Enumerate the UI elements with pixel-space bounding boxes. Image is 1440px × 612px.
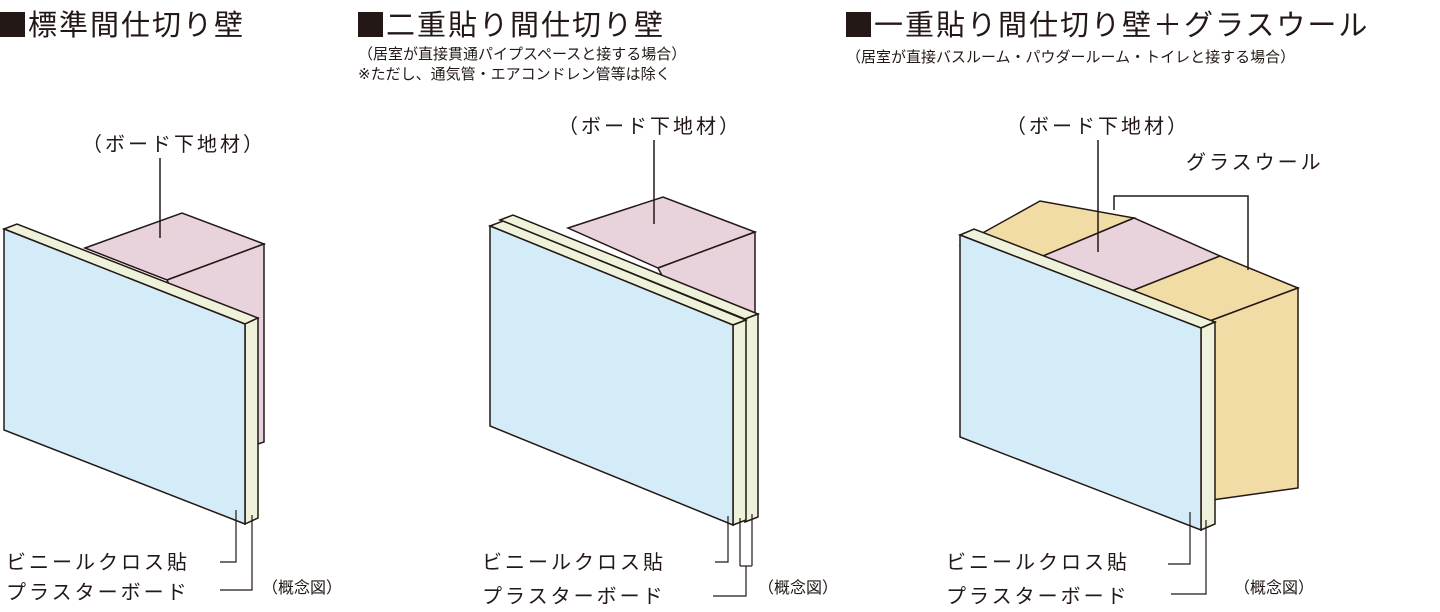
- panel-standard: 標準間仕切り壁 （ボード下地材） ビニールクロス貼 プラスターボード （概念図）: [0, 0, 343, 612]
- glass-wool-side: [1206, 286, 1299, 501]
- panel-double: 二重貼り間仕切り壁 （居室が直接貫通パイプスペースと接する場合） ※ただし、通気…: [358, 0, 838, 612]
- board-underlay-label: （ボード下地材）: [1006, 114, 1190, 138]
- board-face: [959, 233, 1202, 532]
- leader-line: [1168, 512, 1191, 565]
- panel-title: 二重貼り間仕切り壁: [358, 2, 665, 44]
- leader-line: [713, 566, 747, 597]
- note-line: （居室が直接貫通パイプスペースと接する場合）: [358, 45, 687, 63]
- concept-label: （概念図）: [758, 578, 839, 597]
- plaster-board-label: プラスターボード: [946, 584, 1130, 608]
- panel-title: 標準間仕切り壁: [0, 2, 245, 44]
- wall-diagram-glass-wool: [958, 140, 1301, 595]
- panel-title: 一重貼り間仕切り壁＋グラスウール: [846, 2, 1369, 44]
- panel-title-text: 一重貼り間仕切り壁＋グラスウール: [874, 8, 1370, 42]
- glass-wool-label: グラスウール: [1186, 150, 1324, 174]
- note-line: （居室が直接バスルーム・パウダールーム・トイレと接する場合）: [846, 48, 1296, 66]
- wall-diagram-standard: [1, 158, 267, 591]
- square-bullet-icon: [846, 12, 871, 37]
- leader-line: [220, 510, 237, 563]
- plaster-board-label: プラスターボード: [482, 584, 666, 608]
- square-bullet-icon: [358, 12, 383, 37]
- concept-label: （概念図）: [262, 578, 343, 597]
- board-edge-side: [244, 316, 259, 526]
- leader-line: [1113, 195, 1249, 270]
- vinyl-cross-label: ビニールクロス貼: [6, 550, 190, 574]
- panel-single-glass-wool: 一重貼り間仕切り壁＋グラスウール （居室が直接バスルーム・パウダールーム・トイレ…: [846, 0, 1436, 612]
- concept-label: （概念図）: [1234, 578, 1315, 597]
- board-underlay-label: （ボード下地材）: [82, 132, 266, 156]
- board-edge-side-outer: [744, 312, 759, 524]
- leader-line: [1171, 520, 1207, 595]
- board-underlay-label: （ボード下地材）: [558, 114, 742, 138]
- note-line: ※ただし、通気管・エアコンドレン管等は除く: [358, 65, 671, 83]
- vinyl-cross-label: ビニールクロス貼: [946, 550, 1130, 574]
- square-bullet-icon: [0, 12, 25, 37]
- board-edge-side: [1200, 320, 1216, 532]
- leader-line: [715, 516, 729, 563]
- wall-diagram-double: [487, 140, 761, 597]
- panel-title-text: 標準間仕切り壁: [28, 8, 246, 42]
- board-edge-side-inner: [732, 318, 747, 527]
- vinyl-cross-label: ビニールクロス貼: [482, 550, 666, 574]
- panel-title-text: 二重貼り間仕切り壁: [386, 8, 666, 42]
- plaster-board-label: プラスターボード: [6, 580, 190, 604]
- board-face: [489, 224, 734, 527]
- board-face: [3, 227, 246, 526]
- leader-line: [220, 515, 253, 591]
